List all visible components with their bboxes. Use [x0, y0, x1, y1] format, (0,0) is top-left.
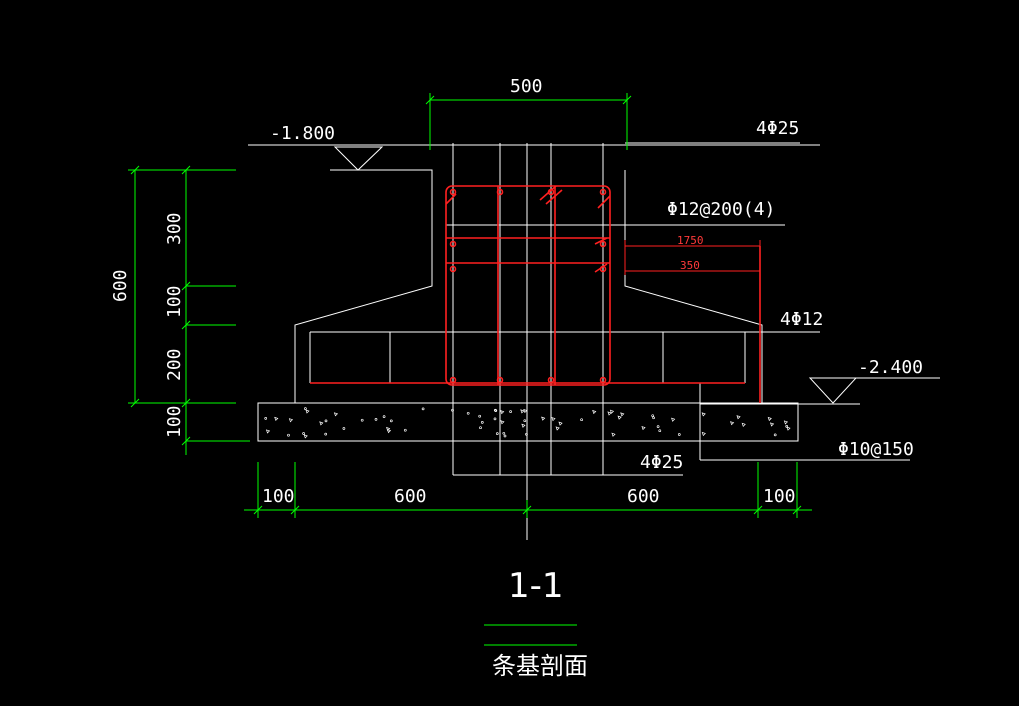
aggregate-speck — [503, 434, 507, 438]
aggregate-speck — [641, 425, 646, 431]
aggregate-speck — [403, 428, 407, 432]
dimension-bottom-100-right: 100 — [763, 486, 796, 507]
aggregate-speck — [609, 409, 615, 414]
aggregate-speck — [523, 419, 527, 423]
rebar-label-top-longitudinal: 4Φ25 — [756, 118, 799, 139]
aggregate-speck — [493, 408, 497, 412]
aggregate-speck — [786, 426, 791, 431]
aggregate-speck — [651, 414, 655, 418]
aggregate-speck — [386, 426, 391, 432]
elevation-bottom-label: -2.400 — [858, 357, 923, 378]
dimension-bottom-600-left: 600 — [394, 486, 427, 507]
dimension-left-total: 600 — [110, 269, 131, 302]
aggregate-speck — [421, 407, 425, 411]
aggregate-speck — [509, 410, 512, 413]
aggregate-speck — [701, 412, 706, 417]
aggregate-speck — [741, 422, 746, 427]
foundation-outline — [248, 144, 860, 405]
aggregate-speck — [324, 432, 328, 436]
aggregate-speck — [520, 409, 525, 414]
aggregate-speck — [555, 426, 560, 431]
section-subtitle: 条基剖面 — [492, 652, 588, 680]
rebar-label-footing-distribution: Φ10@150 — [838, 439, 914, 460]
aggregate-speck — [701, 431, 706, 437]
aggregate-speck — [324, 419, 328, 423]
aggregate-speck — [495, 432, 499, 435]
aggregate-speck — [607, 411, 612, 416]
aggregate-speck — [769, 422, 775, 427]
aggregate-speck — [274, 416, 279, 422]
dimension-left-100a: 100 — [164, 285, 185, 318]
rebar-1750-label: 1750 — [677, 234, 704, 247]
aggregate-speck — [652, 416, 655, 420]
aggregate-speck — [500, 410, 505, 415]
aggregate-speck — [493, 417, 497, 421]
elevation-marker-bottom — [808, 377, 940, 404]
dimension-left-300: 300 — [164, 212, 185, 245]
aggregate-speck — [523, 408, 528, 414]
aggregate-speck — [389, 419, 393, 423]
section-title: 1-1 — [508, 566, 564, 606]
aggregate-speck — [302, 432, 305, 435]
elevation-marker-top — [330, 146, 384, 171]
aggregate-speck — [374, 418, 378, 421]
dimension-left — [128, 165, 250, 455]
aggregate-speck — [305, 409, 310, 414]
aggregate-speck — [580, 418, 583, 422]
aggregate-speck — [287, 433, 290, 437]
aggregate-speck — [656, 425, 660, 428]
rebar-cage — [310, 185, 761, 403]
aggregate-speck — [677, 433, 681, 436]
dimension-left-100b: 100 — [164, 405, 185, 438]
aggregate-speck — [303, 434, 308, 439]
leader-lines — [446, 142, 910, 540]
dimension-top — [425, 93, 632, 150]
aggregate-speck — [551, 417, 556, 422]
aggregate-speck — [333, 412, 339, 417]
aggregate-speck — [304, 407, 307, 410]
aggregate-speck — [500, 420, 505, 425]
aggregate-speck — [466, 411, 470, 415]
dimension-bottom-100-left: 100 — [262, 486, 295, 507]
aggregate-speck — [773, 433, 777, 437]
aggregate-speck — [480, 421, 484, 424]
dimension-bottom — [244, 462, 812, 518]
aggregate-speck — [360, 418, 364, 422]
rebar-label-side-bars: 4Φ12 — [780, 309, 823, 330]
dimension-left-200: 200 — [164, 348, 185, 381]
rebar-label-bottom-longitudinal: 4Φ25 — [640, 452, 683, 473]
aggregate-speck — [620, 412, 625, 417]
aggregate-speck — [617, 415, 622, 420]
aggregate-speck — [478, 414, 482, 418]
aggregate-speck — [658, 429, 662, 433]
aggregate-speck — [386, 428, 392, 434]
aggregate-speck — [736, 415, 741, 420]
aggregate-speck — [592, 409, 597, 415]
aggregate-speck — [767, 416, 772, 422]
aggregate-speck — [319, 421, 324, 426]
elevation-top-label: -1.800 — [270, 123, 335, 144]
aggregate-speck — [541, 416, 546, 421]
aggregate-speck — [479, 426, 482, 430]
aggregate-speck — [288, 418, 294, 423]
aggregate-speck — [558, 421, 563, 426]
aggregate-speck — [342, 427, 346, 430]
aggregate-speck — [611, 432, 616, 437]
rebar-label-stirrup: Φ12@200(4) — [667, 199, 775, 220]
aggregate-speck — [730, 421, 735, 426]
aggregate-speck — [521, 423, 526, 428]
aggregate-speck — [382, 415, 386, 418]
aggregate-speck — [671, 417, 676, 422]
dimension-top-width: 500 — [510, 76, 543, 97]
aggregate-speck — [502, 431, 506, 435]
aggregate-speck — [264, 417, 268, 420]
aggregate-speck — [783, 420, 789, 425]
lean-concrete-pad — [257, 402, 799, 442]
aggregate-speck — [265, 429, 271, 434]
dimension-bottom-600-right: 600 — [627, 486, 660, 507]
rebar-350-label: 350 — [680, 259, 700, 272]
